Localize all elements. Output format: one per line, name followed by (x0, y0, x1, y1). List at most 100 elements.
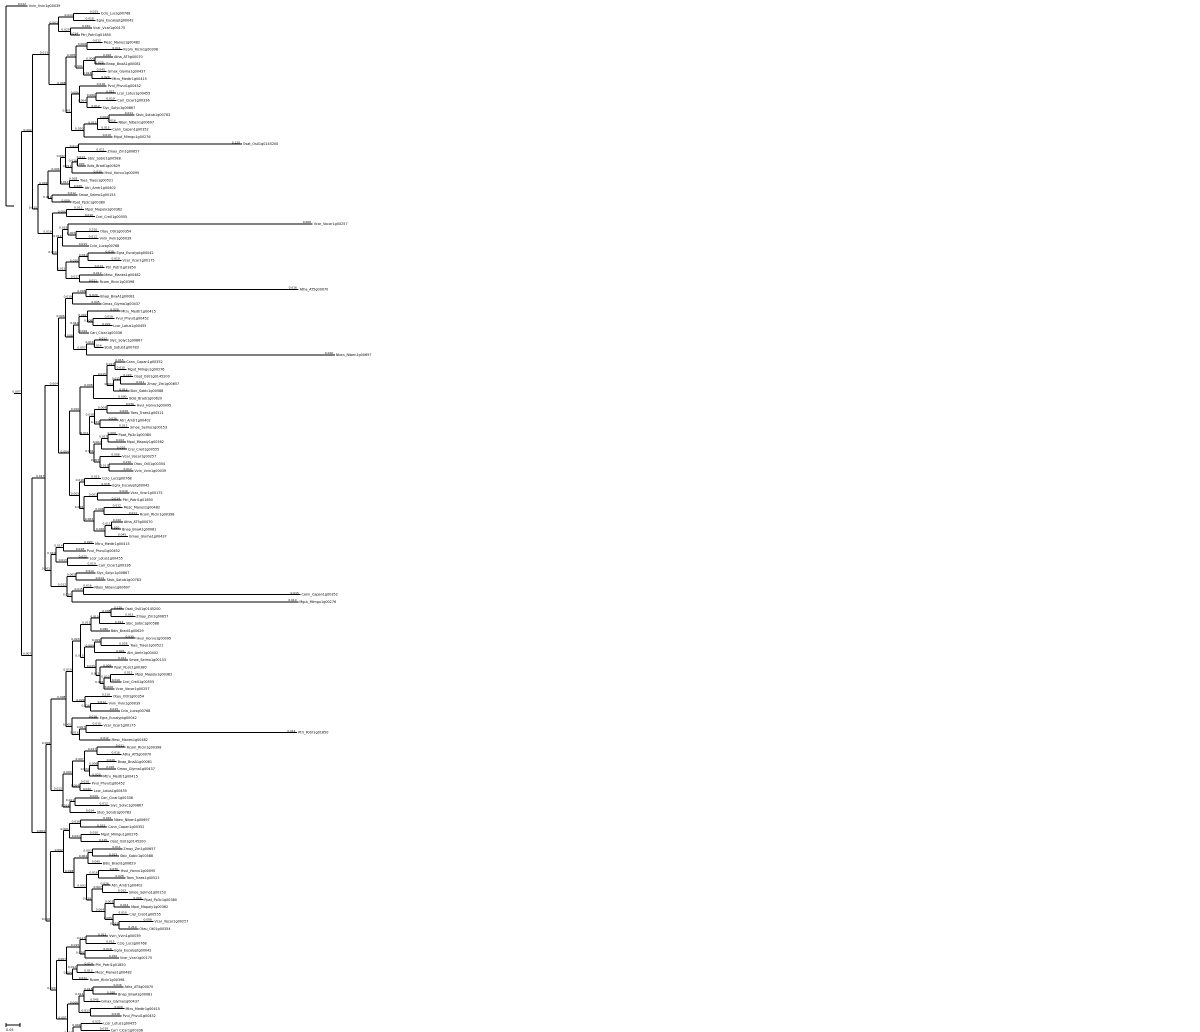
leaf-label: Hvul_Horvu1g00095 (121, 869, 156, 873)
leaf-label: Pvul_Phvul1g00452 (116, 317, 149, 321)
leaf-label: Cari_Cicar1g00336 (90, 331, 122, 335)
leaf-label: Bnap_BnaA1g00081 (118, 760, 152, 764)
branch-length-label: 0.020 (47, 986, 55, 990)
leaf-label: Rcom_Ricin1g00398 (90, 978, 125, 982)
branch-length-label: 0.012 (119, 424, 127, 428)
branch-length-label: 0.008 (100, 115, 108, 119)
branch-length-label: 0.210 (89, 227, 97, 231)
branch-length-label: 0.016 (89, 871, 97, 875)
branch-length-label: 0.017 (88, 747, 96, 751)
branch-length-label: 0.001 (89, 493, 97, 497)
branch-length-label: 0.022 (92, 1019, 100, 1023)
branch-length-label: 0.004 (61, 449, 69, 453)
branch-length-label: 0.012 (54, 787, 62, 791)
branch-length-label: 0.028 (115, 874, 123, 878)
branch-length-label: 0.002 (78, 313, 86, 317)
branch-length-label: 0.008 (111, 453, 119, 457)
leaf-label: Cclo_Lucsg00768 (121, 709, 151, 713)
branch-length-label: 0.018 (103, 947, 111, 951)
branch-length-label: 0.030 (94, 169, 102, 173)
scale-bar: 0.05 (5, 1023, 21, 1032)
leaf-label: Nben_Niben1g00697 (336, 353, 372, 357)
branch-length-label: 0.013 (40, 51, 48, 55)
branch-length-label: 0.011 (63, 164, 71, 168)
branch-length-label: 0.028 (119, 642, 127, 646)
branch-length-label: 0.011 (66, 798, 74, 802)
leaf-label: Rcom_Ricin1g00398 (123, 48, 158, 52)
branch-length-label: 0.008 (57, 81, 65, 85)
branch-length-label: 0.004 (105, 382, 113, 386)
scale-bar-label: 0.05 (6, 1028, 14, 1032)
leaf-label: Smoe_Selmo1g00153 (129, 891, 166, 895)
branch-length-label: 0.015 (97, 823, 105, 827)
branch-length-label: 0.011 (116, 743, 124, 747)
branch-length-label: 0.016 (289, 286, 297, 290)
branch-length-label: 0.015 (74, 587, 82, 591)
leaf-label: Mesc_Manes1g00482 (111, 738, 147, 742)
branch-length-label: 0.014 (287, 729, 295, 733)
branch-length-label: 0.018 (81, 780, 89, 784)
branch-length-label: 0.045 (90, 998, 98, 1002)
leaf-label: Cclo_Lucsg00768 (101, 11, 131, 15)
branch-length-label: 0.002 (93, 440, 101, 444)
branch-length-label: 0.007 (75, 757, 83, 761)
leaf-label: Gmax_Glyma1g00437 (129, 535, 167, 539)
branch-length-label: 0.011 (43, 195, 51, 199)
branch-length-label: 0.003 (85, 517, 93, 521)
branch-length-label: 0.010 (70, 321, 78, 325)
branch-length-label: 0.003 (91, 458, 99, 462)
leaf-label: Mtru_Medtr1g00415 (112, 77, 146, 81)
branch-length-label: 0.013 (115, 620, 123, 624)
branch-length-label: 0.015 (112, 376, 120, 380)
branch-length-label: 0.012 (89, 235, 97, 239)
branch-length-label: 0.011 (80, 431, 88, 435)
branch-length-label: 0.020 (71, 637, 79, 641)
branch-length-label: 0.030 (126, 402, 134, 406)
leaf-label: Mtru_Medtr1g00415 (125, 1007, 159, 1011)
branch-length-label: 0.022 (102, 322, 110, 326)
leaf-label: Cari_Cicar1g00336 (111, 1029, 143, 1032)
branch-length-label: 0.011 (100, 464, 108, 468)
branch-length-label: 0.014 (86, 809, 94, 813)
branch-length-label: 0.010 (101, 674, 109, 678)
leaf-label: Cari_Cicar1g00336 (98, 564, 130, 568)
branch-length-label: 0.004 (86, 643, 94, 647)
leaf-label: Vvin_Vvin1g00039 (29, 4, 61, 8)
leaf-label: Bnap_BnaA1g00081 (122, 527, 156, 531)
leaf-label: Vvin_Vvin1g00039 (100, 237, 132, 241)
leaf-label: Bdis_Bradi1g00629 (103, 862, 136, 866)
leaf-label: Mgut_Mimgu1g00276 (299, 600, 336, 604)
branch-length-label: 0.019 (53, 234, 61, 238)
branch-length-label: 0.010 (109, 954, 117, 958)
branch-length-label: 0.015 (79, 242, 87, 246)
leaf-label: Slyc_Solyc1g00867 (102, 106, 135, 110)
branch-length-label: 0.012 (123, 467, 131, 471)
branch-length-label: 0.008 (64, 333, 72, 337)
leaf-label: Cclo_Lucsg00768 (102, 476, 131, 480)
branch-length-label: 0.010 (90, 831, 98, 835)
branch-length-label: 0.001 (61, 827, 69, 831)
branch-length-label: 0.013 (106, 362, 114, 366)
branch-length-label: 0.008 (143, 918, 151, 922)
branch-length-label: 0.011 (89, 278, 97, 282)
branch-length-label: 0.002 (72, 1023, 80, 1027)
branch-length-label: 0.020 (75, 127, 83, 131)
branch-length-label: 0.003 (77, 883, 85, 887)
leaf-label: Cann_Capan1g00352 (126, 360, 162, 364)
leaf-label: Hvul_Horvu1g00095 (137, 636, 172, 640)
branch-length-label: 0.003 (71, 492, 79, 496)
leaf-label: Atri_Amtr1g00402 (120, 418, 151, 422)
branch-length-label: 0.012 (100, 801, 108, 805)
leaf-label: Vcar_Vcar1g00175 (120, 956, 152, 960)
leaf-label: Atha_AT5g00070 (122, 753, 151, 757)
leaf-label: Zmay_Zm1g00657 (107, 149, 139, 153)
branch-length-label: 0.013 (119, 387, 127, 391)
leaf-label: Pvul_Phvul1g00452 (87, 549, 120, 553)
branch-length-label: 0.026 (116, 649, 124, 653)
branch-length-label: 0.019 (43, 230, 51, 234)
leaf-label: Crei_Cre01g00555 (128, 447, 159, 451)
leaf-label: Taes_Traes1g00521 (125, 876, 159, 880)
leaf-label: Cann_Capan1g00352 (112, 128, 148, 132)
branch-length-label: 0.016 (42, 917, 50, 921)
leaf-label: Mtru_Medtr1g00415 (95, 542, 129, 546)
